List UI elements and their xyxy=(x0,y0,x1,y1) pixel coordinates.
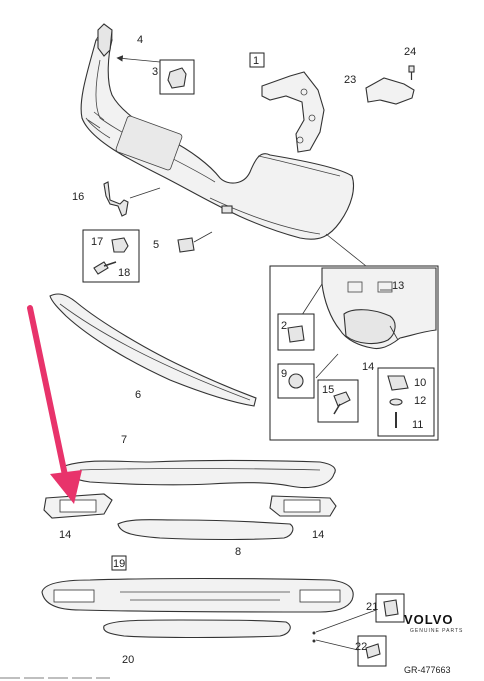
callout-23: 23 xyxy=(344,74,356,86)
callout-12: 12 xyxy=(414,395,426,407)
callout-4: 4 xyxy=(137,34,143,46)
reference-number: GR-477663 xyxy=(404,665,451,675)
callout-9: 9 xyxy=(281,368,287,380)
part-17-18-box xyxy=(82,229,140,283)
part-1-box xyxy=(249,52,265,68)
diffuser-7 xyxy=(63,459,336,489)
screw-24 xyxy=(408,65,415,80)
rear-assembly-19 xyxy=(41,577,354,613)
screw-18-icon xyxy=(93,261,109,275)
bracket-1 xyxy=(261,71,325,153)
callout-1: 1 xyxy=(253,55,259,67)
callout-7: 7 xyxy=(121,434,127,446)
bumper-cover xyxy=(80,23,355,240)
bracket-16 xyxy=(103,181,161,217)
callout-22: 22 xyxy=(355,641,367,653)
callout-18: 18 xyxy=(118,267,130,279)
clip-3-icon xyxy=(167,67,187,89)
detail-inset xyxy=(269,265,439,441)
callout-17: 17 xyxy=(91,236,103,248)
callout-2: 2 xyxy=(281,320,287,332)
callout-19: 19 xyxy=(113,558,125,570)
callout-16: 16 xyxy=(72,191,84,203)
callout-20: 20 xyxy=(122,654,134,666)
callout-15: 15 xyxy=(322,384,334,396)
callout-5: 5 xyxy=(153,239,159,251)
trim-strip-6 xyxy=(49,293,257,407)
nut-17-icon xyxy=(111,237,129,253)
callout-3: 3 xyxy=(152,66,158,78)
part-3-box xyxy=(159,59,195,95)
part-19-box xyxy=(111,555,127,571)
brand-logo: VOLVO xyxy=(404,612,454,627)
callout-21: 21 xyxy=(366,601,378,613)
callout-6: 6 xyxy=(135,389,141,401)
callout-14-left: 14 xyxy=(59,529,71,541)
callout-14-inset: 14 xyxy=(362,361,374,373)
part-10-12-box xyxy=(377,367,435,437)
callout-10: 10 xyxy=(414,377,426,389)
skid-plate-20 xyxy=(103,619,291,639)
plug-5 xyxy=(177,237,195,253)
exhaust-trim-14-left xyxy=(43,493,113,519)
callout-13: 13 xyxy=(392,280,404,292)
callout-8: 8 xyxy=(235,546,241,558)
exhaust-trim-14-right xyxy=(269,495,337,517)
brand-subtitle: GENUINE PARTS xyxy=(410,628,463,634)
highlight-arrow xyxy=(27,305,82,504)
callout-24: 24 xyxy=(404,46,416,58)
bracket-23 xyxy=(365,77,415,105)
callout-14-right: 14 xyxy=(312,529,324,541)
skid-plate-8 xyxy=(117,519,294,541)
callout-11: 11 xyxy=(412,419,423,431)
